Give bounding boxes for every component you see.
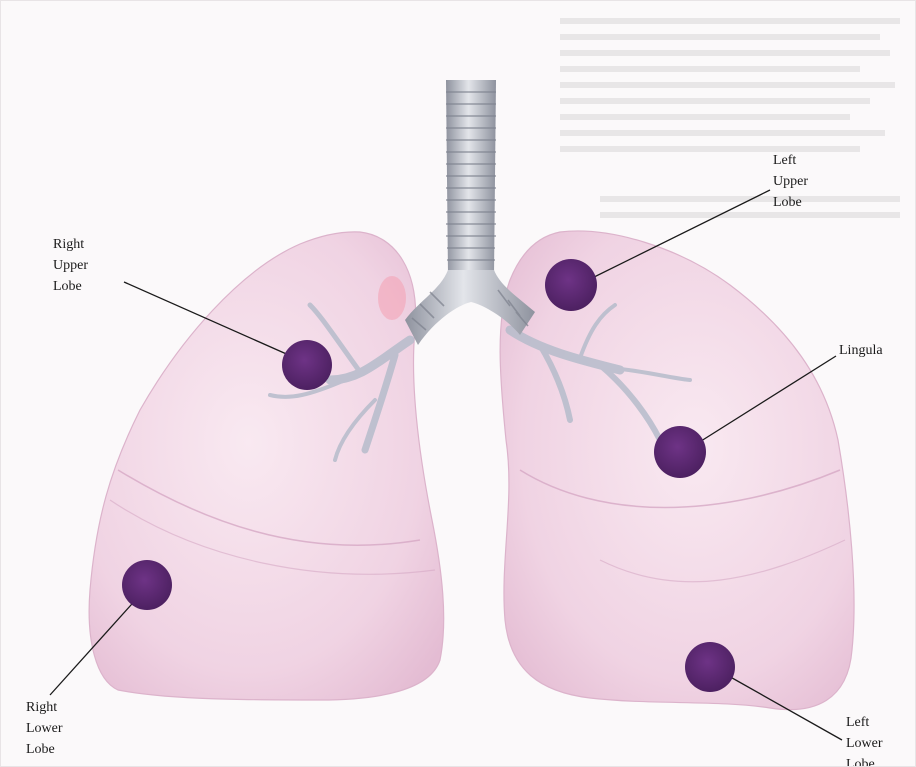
label-line: Lobe — [53, 276, 88, 297]
label-line: Lobe — [773, 192, 808, 213]
label-right-upper-lobe: Right Upper Lobe — [53, 234, 88, 297]
label-line: Left — [773, 150, 808, 171]
marker-left-lower-lobe — [685, 642, 735, 692]
label-line: Right — [26, 697, 63, 718]
label-line: Lower — [26, 718, 63, 739]
label-line: Lobe — [26, 739, 63, 760]
label-line: Upper — [53, 255, 88, 276]
label-line: Left — [846, 712, 883, 733]
label-left-upper-lobe: Left Upper Lobe — [773, 150, 808, 213]
marker-lingula — [654, 426, 706, 478]
marker-left-upper-lobe — [545, 259, 597, 311]
label-line: Lingula — [839, 340, 883, 361]
label-line: Upper — [773, 171, 808, 192]
hilum-accent — [378, 276, 406, 320]
label-line: Lower — [846, 733, 883, 754]
label-lingula: Lingula — [839, 340, 883, 361]
trachea — [405, 80, 535, 345]
label-line: Right — [53, 234, 88, 255]
label-right-lower-lobe: Right Lower Lobe — [26, 697, 63, 760]
marker-right-upper-lobe — [282, 340, 332, 390]
label-line: Lobe — [846, 754, 883, 767]
marker-right-lower-lobe — [122, 560, 172, 610]
label-left-lower-lobe: Left Lower Lobe — [846, 712, 883, 767]
background-texture — [560, 18, 900, 218]
